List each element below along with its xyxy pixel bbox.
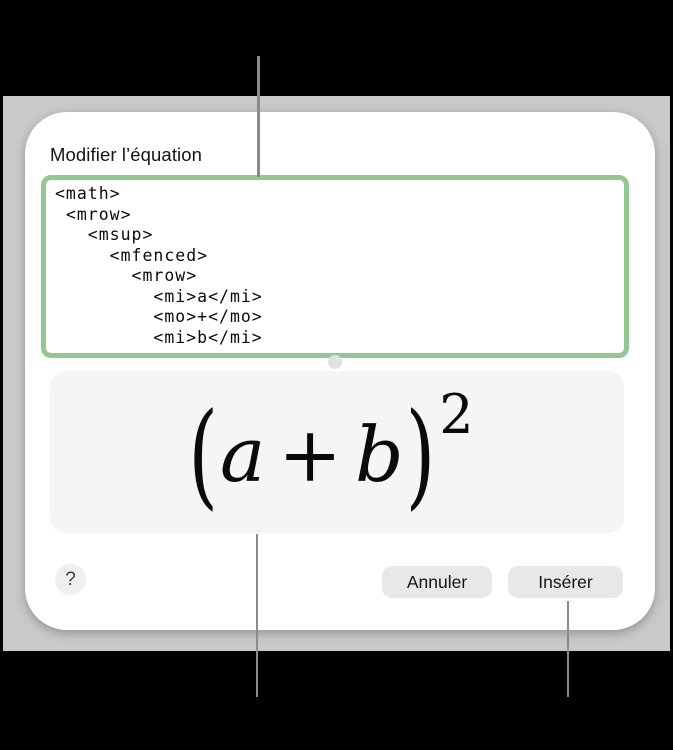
equation-preview-panel: (a+b)2 (50, 371, 624, 533)
mathml-code-text[interactable]: <math> <mrow> <msup> <mfenced> <mrow> <m… (55, 184, 263, 347)
help-button[interactable]: ? (55, 564, 86, 595)
equation-preview: (a+b)2 (188, 377, 474, 511)
callout-line-insert (566, 601, 569, 697)
callout-line-editor (257, 56, 260, 177)
equation-plus-operator: + (278, 410, 342, 499)
insert-button[interactable]: Insérer (508, 566, 623, 598)
equation-code-editor[interactable]: <math> <mrow> <msup> <mfenced> <mrow> <m… (41, 175, 629, 358)
equation-close-paren: ) (405, 387, 436, 521)
equation-term-b: b (354, 410, 404, 499)
cancel-button[interactable]: Annuler (382, 566, 492, 598)
equation-exponent: 2 (439, 383, 474, 446)
equation-open-paren: ( (188, 387, 218, 521)
callout-line-preview (255, 534, 258, 697)
equation-term-a: a (219, 410, 266, 499)
editor-resize-handle[interactable] (328, 355, 342, 369)
dialog-title: Modifier l’équation (50, 144, 203, 165)
